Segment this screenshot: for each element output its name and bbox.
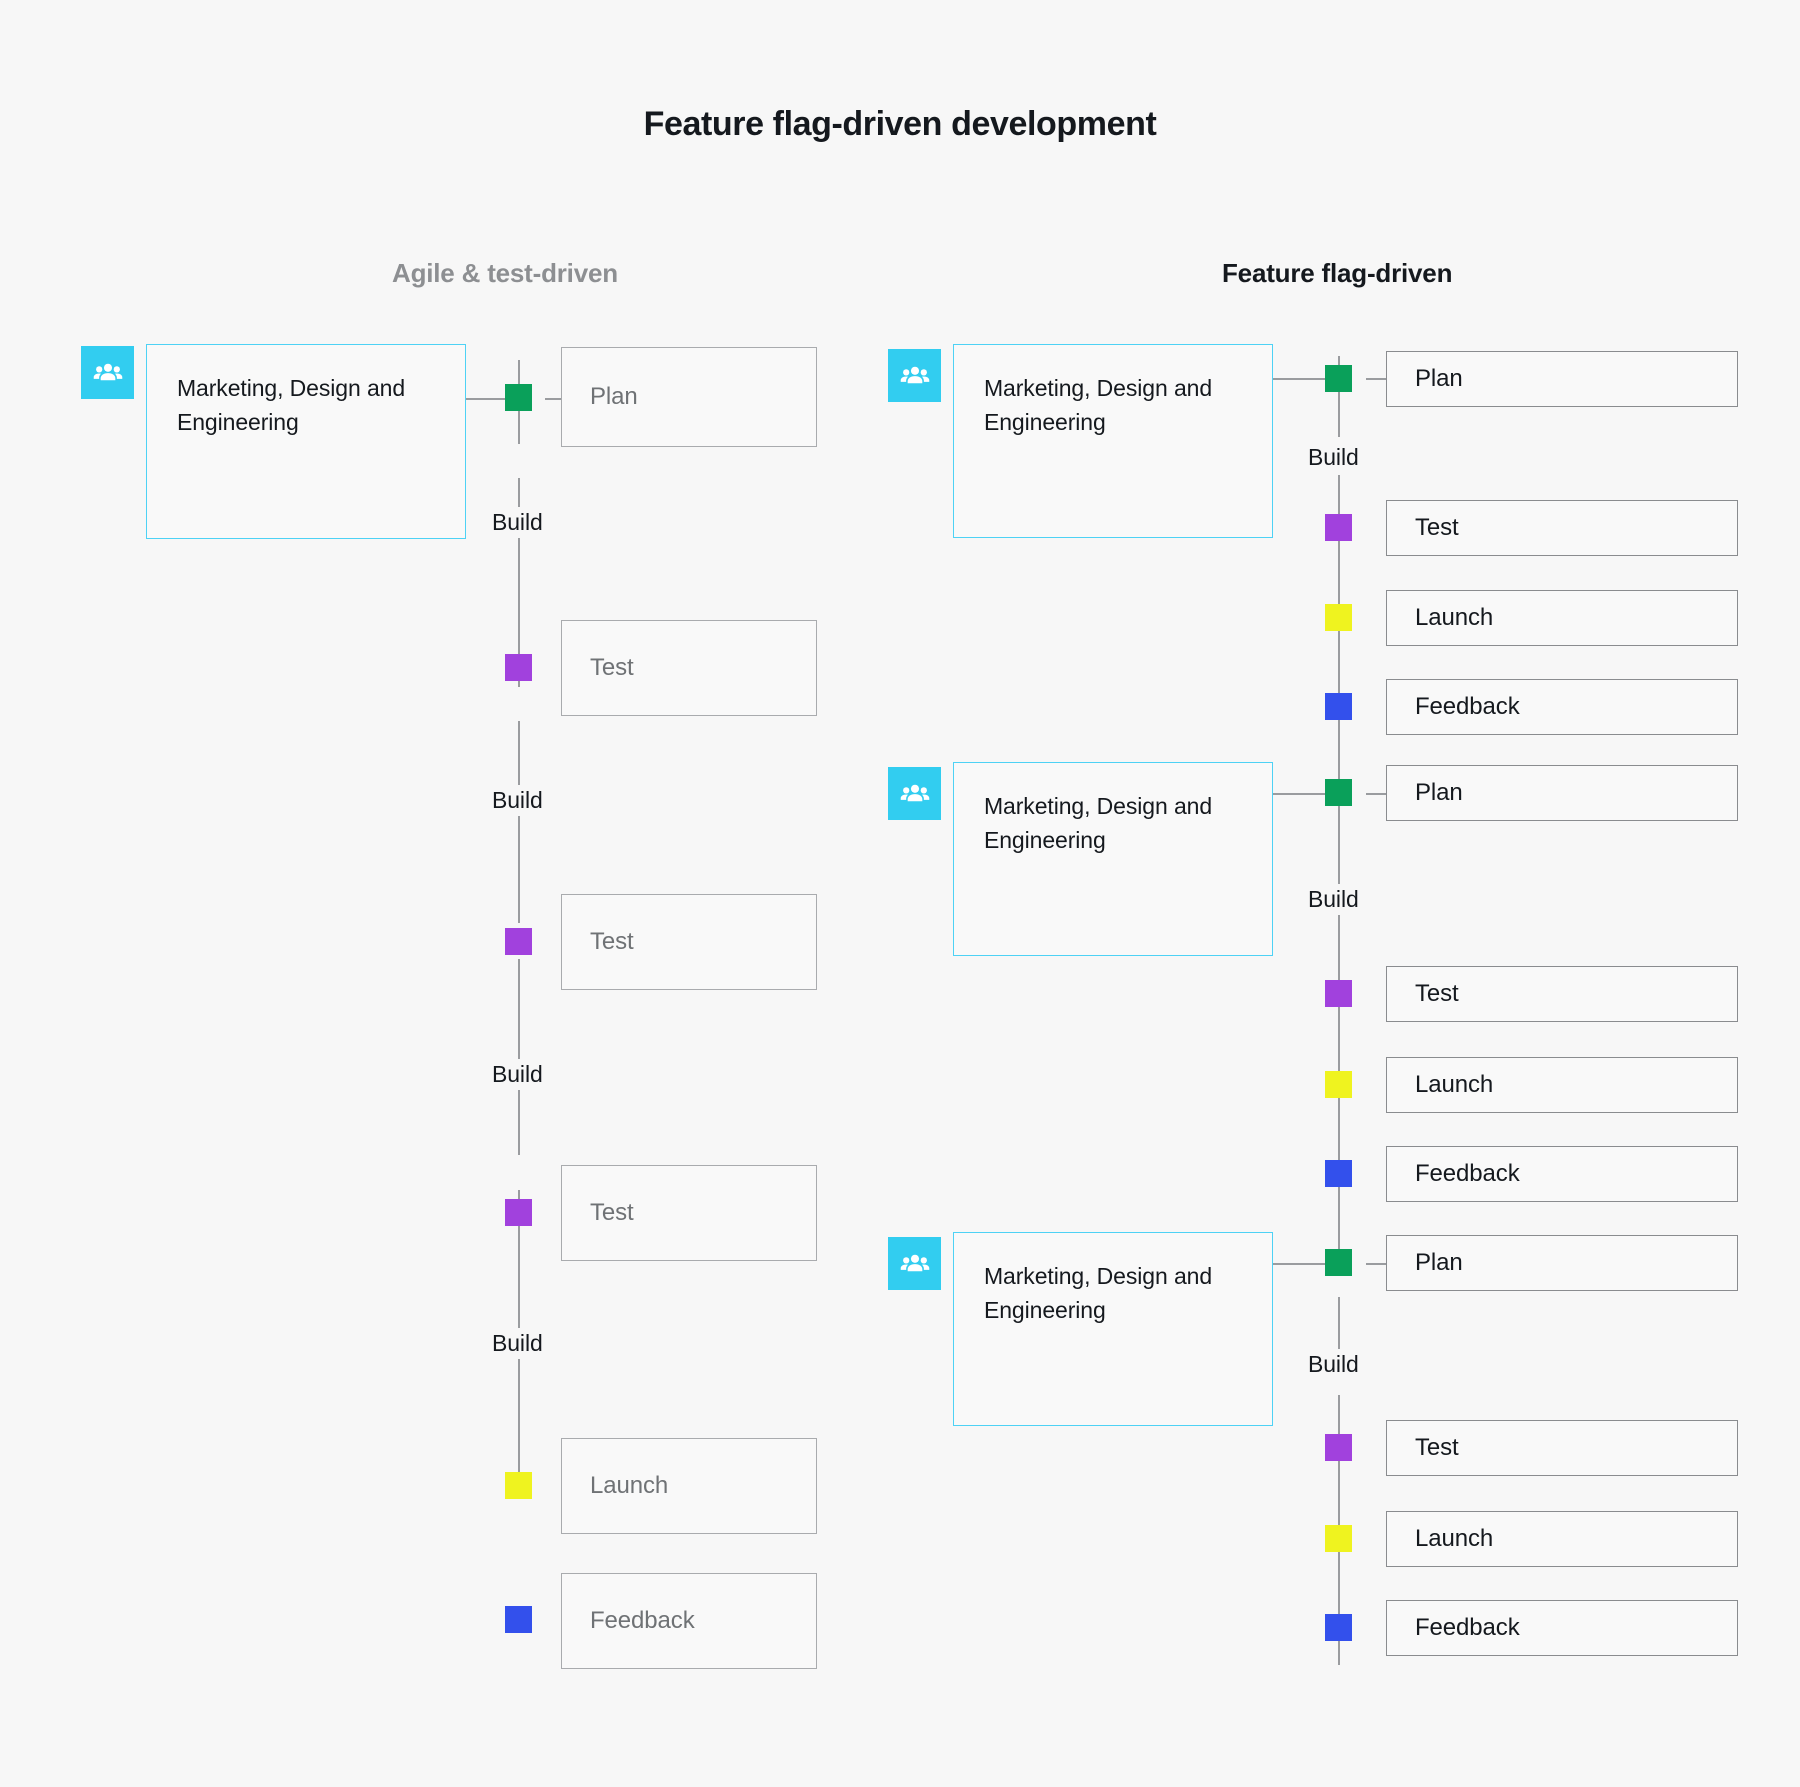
milestone-marker-test — [505, 928, 532, 955]
actor-box: Marketing, Design and Engineering — [953, 762, 1273, 956]
stage-label: Test — [590, 1199, 634, 1226]
column-heading-feature-flag: Feature flag-driven — [1222, 258, 1453, 288]
stage-label: Feedback — [1415, 1614, 1520, 1641]
stage-box-feedback: Feedback — [1386, 1146, 1738, 1202]
connector-line — [1338, 356, 1340, 437]
milestone-marker-launch — [505, 1472, 532, 1499]
milestone-marker-plan — [1325, 1249, 1352, 1276]
team-icon-wrap — [81, 346, 134, 399]
build-label: Build — [484, 507, 551, 538]
stage-label: Feedback — [590, 1607, 695, 1634]
stage-label: Plan — [1415, 1249, 1463, 1276]
milestone-marker-feedback — [1325, 1614, 1352, 1641]
connector-line — [1262, 378, 1340, 380]
milestone-marker-test — [505, 1199, 532, 1226]
stage-label: Test — [590, 928, 634, 955]
milestone-marker-plan — [1325, 779, 1352, 806]
build-label: Build — [1300, 1349, 1367, 1380]
milestone-marker-feedback — [1325, 1160, 1352, 1187]
column-heading-agile: Agile & test-driven — [392, 258, 618, 288]
stage-label: Test — [1415, 514, 1459, 541]
stage-box-test: Test — [1386, 1420, 1738, 1476]
stage-box-plan: Plan — [561, 347, 817, 447]
people-group-icon — [900, 784, 929, 801]
build-label: Build — [1300, 442, 1367, 473]
team-icon-wrap — [888, 767, 941, 820]
people-group-icon — [900, 366, 929, 383]
milestone-marker-plan — [1325, 365, 1352, 392]
actor-box: Marketing, Design and Engineering — [953, 1232, 1273, 1426]
milestone-marker-launch — [1325, 1071, 1352, 1098]
stage-label: Launch — [590, 1472, 669, 1499]
stage-box-test: Test — [1386, 500, 1738, 556]
connector-line — [518, 839, 520, 923]
stage-label: Plan — [1415, 779, 1463, 806]
connector-line — [518, 478, 520, 603]
connector-line — [518, 1073, 520, 1155]
stage-label: Plan — [590, 383, 638, 410]
stage-box-test: Test — [1386, 966, 1738, 1022]
stage-box-plan: Plan — [1386, 351, 1738, 407]
stage-box-plan: Plan — [1386, 1235, 1738, 1291]
milestone-marker-plan — [505, 384, 532, 411]
stage-box-launch: Launch — [561, 1438, 817, 1534]
people-group-icon — [900, 1254, 929, 1271]
connector-line — [1338, 1297, 1340, 1357]
stage-box-feedback: Feedback — [561, 1573, 817, 1669]
milestone-marker-test — [1325, 1434, 1352, 1461]
stage-label: Plan — [1415, 365, 1463, 392]
connector-line — [1366, 378, 1386, 380]
connector-line — [1262, 1263, 1340, 1265]
stage-label: Feedback — [1415, 1160, 1520, 1187]
stage-box-test: Test — [561, 1165, 817, 1261]
connector-line — [518, 959, 520, 1073]
stage-label: Test — [1415, 980, 1459, 1007]
milestone-marker-launch — [1325, 1525, 1352, 1552]
stage-box-launch: Launch — [1386, 1057, 1738, 1113]
connector-line — [1366, 1263, 1386, 1265]
build-label: Build — [1300, 884, 1367, 915]
stage-label: Launch — [1415, 1525, 1494, 1552]
actor-label: Marketing, Design and Engineering — [984, 375, 1213, 436]
build-label: Build — [484, 785, 551, 816]
connector-line — [518, 721, 520, 839]
connector-line — [1338, 475, 1340, 1270]
build-label: Build — [484, 1328, 551, 1359]
page-title: Feature flag-driven development — [643, 105, 1157, 143]
milestone-marker-test — [505, 654, 532, 681]
stage-label: Launch — [1415, 604, 1494, 631]
stage-label: Feedback — [1415, 693, 1520, 720]
connector-line — [518, 603, 520, 687]
stage-box-plan: Plan — [1386, 765, 1738, 821]
stage-box-feedback: Feedback — [1386, 679, 1738, 735]
connector-line — [1366, 793, 1386, 795]
stage-box-feedback: Feedback — [1386, 1600, 1738, 1656]
milestone-marker-test — [1325, 980, 1352, 1007]
milestone-marker-test — [1325, 514, 1352, 541]
connector-line — [545, 398, 564, 400]
team-icon-wrap — [888, 349, 941, 402]
team-icon-wrap — [888, 1237, 941, 1290]
stage-box-launch: Launch — [1386, 590, 1738, 646]
stage-label: Launch — [1415, 1071, 1494, 1098]
connector-line — [1262, 793, 1340, 795]
stage-box-test: Test — [561, 620, 817, 716]
connector-line — [466, 398, 520, 400]
actor-box: Marketing, Design and Engineering — [146, 344, 466, 539]
milestone-marker-feedback — [505, 1606, 532, 1633]
actor-label: Marketing, Design and Engineering — [984, 793, 1213, 854]
actor-label: Marketing, Design and Engineering — [984, 1263, 1213, 1324]
milestone-marker-launch — [1325, 604, 1352, 631]
stage-label: Test — [590, 654, 634, 681]
people-group-icon — [93, 363, 122, 380]
build-label: Build — [484, 1059, 551, 1090]
actor-label: Marketing, Design and Engineering — [177, 375, 406, 436]
stage-box-test: Test — [561, 894, 817, 990]
actor-box: Marketing, Design and Engineering — [953, 344, 1273, 538]
stage-box-launch: Launch — [1386, 1511, 1738, 1567]
milestone-marker-feedback — [1325, 693, 1352, 720]
stage-label: Test — [1415, 1434, 1459, 1461]
